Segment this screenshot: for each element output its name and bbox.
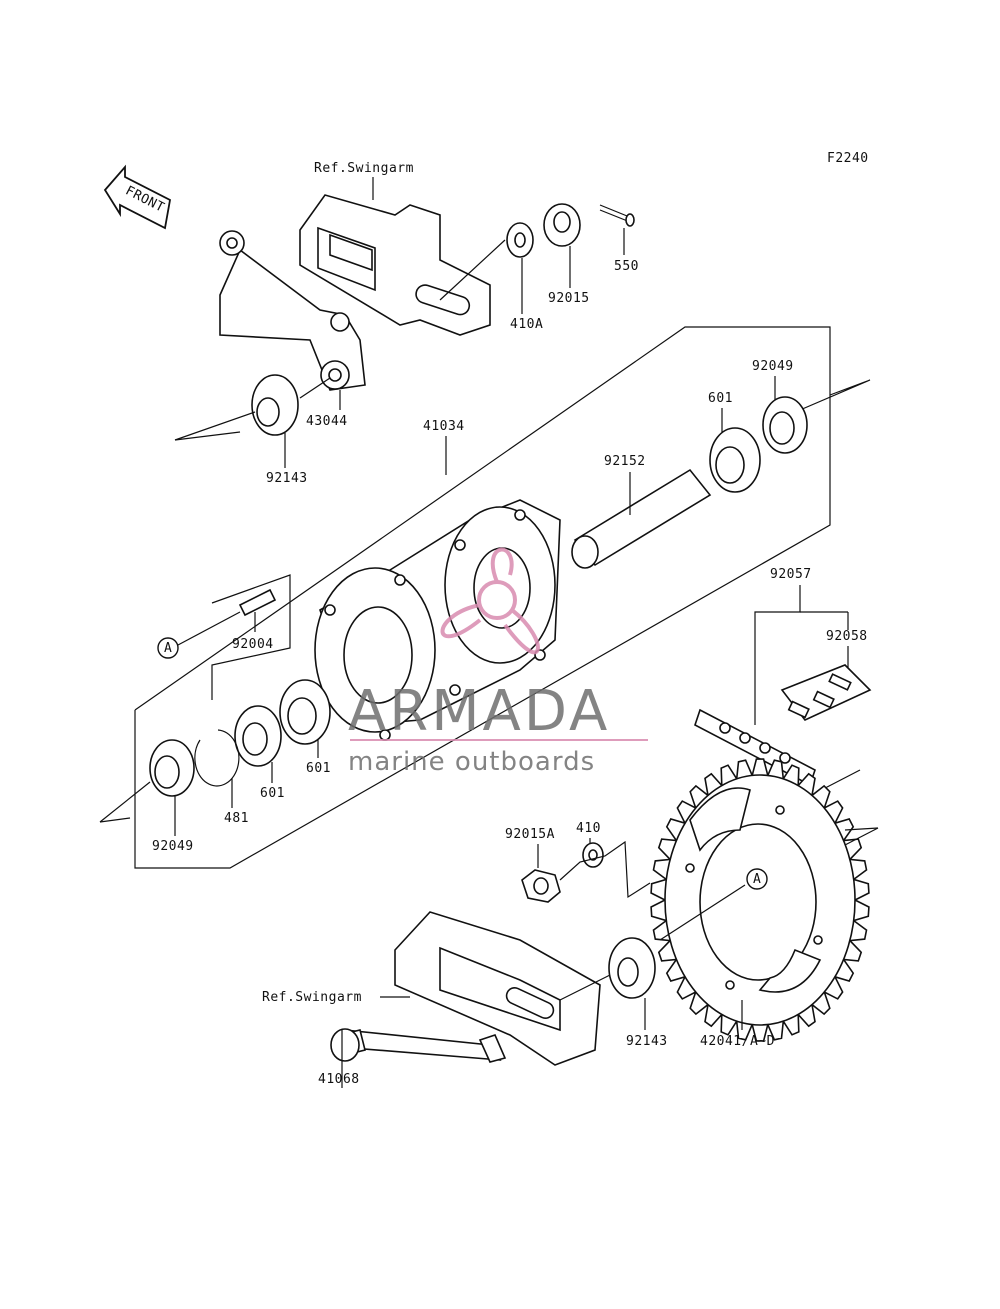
- label-601-top: 601: [708, 391, 733, 406]
- callout-marker-a-right: A: [746, 868, 768, 890]
- nut-92015: [543, 203, 581, 247]
- label-42041: 42041/A~D: [700, 1034, 775, 1049]
- label-41068: 41068: [318, 1072, 360, 1087]
- collar-92143-low: [608, 937, 656, 999]
- bearing-601-top: [709, 427, 761, 493]
- swingarm-end-top: [299, 194, 491, 336]
- label-92152: 92152: [604, 454, 646, 469]
- label-481: 481: [224, 811, 249, 826]
- front-arrow-icon: FRONT: [103, 164, 172, 230]
- collar-92143-top: [251, 374, 299, 436]
- bearing-601-low: [234, 705, 282, 767]
- label-92049-top: 92049: [752, 359, 794, 374]
- swingarm-end-bottom: [394, 911, 601, 1066]
- circlip-481: [194, 729, 240, 787]
- ref-swingarm-label-top: Ref.Swingarm: [314, 161, 414, 176]
- spacer-92152: [571, 468, 712, 569]
- label-92004: 92004: [232, 637, 274, 652]
- oil-seal-92049-low: [149, 739, 195, 797]
- bearing-601-mid: [279, 679, 331, 745]
- chain-adjuster: [219, 230, 366, 391]
- label-41034: 41034: [423, 419, 465, 434]
- washer-410: [582, 842, 604, 868]
- label-43044: 43044: [306, 414, 348, 429]
- drawing-code: F2240: [827, 151, 869, 166]
- watermark-brand: ARMADA: [348, 679, 610, 744]
- washer-410A: [506, 222, 534, 258]
- oil-seal-92049-top: [762, 396, 808, 454]
- cotter-pin-550: [599, 204, 635, 227]
- label-410: 410: [576, 821, 601, 836]
- axle-41068: [330, 1028, 507, 1063]
- master-link-92058: [780, 664, 872, 721]
- svg-text:A: A: [164, 641, 172, 656]
- svg-text:A: A: [753, 872, 761, 887]
- label-92057: 92057: [770, 567, 812, 582]
- label-92143-low: 92143: [626, 1034, 668, 1049]
- drive-chain: [694, 708, 816, 787]
- hub-assembly-bracket: [134, 326, 831, 869]
- label-92058: 92058: [826, 629, 868, 644]
- label-550: 550: [614, 259, 639, 274]
- stud-92004: [238, 588, 277, 617]
- watermark-tagline: marine outboards: [348, 747, 595, 777]
- ref-swingarm-label-bottom: Ref.Swingarm: [262, 990, 362, 1005]
- label-92015A: 92015A: [505, 827, 555, 842]
- label-601-low: 601: [260, 786, 285, 801]
- label-92143-top: 92143: [266, 471, 308, 486]
- label-92049-low: 92049: [152, 839, 194, 854]
- label-410A: 410A: [510, 317, 543, 332]
- label-601-mid: 601: [306, 761, 331, 776]
- armada-watermark: ARMADA marine outboards: [348, 547, 648, 777]
- nut-92015A: [521, 869, 561, 903]
- label-92015: 92015: [548, 291, 590, 306]
- callout-marker-a-left: A: [157, 637, 179, 659]
- rear-sprocket: [650, 758, 870, 1042]
